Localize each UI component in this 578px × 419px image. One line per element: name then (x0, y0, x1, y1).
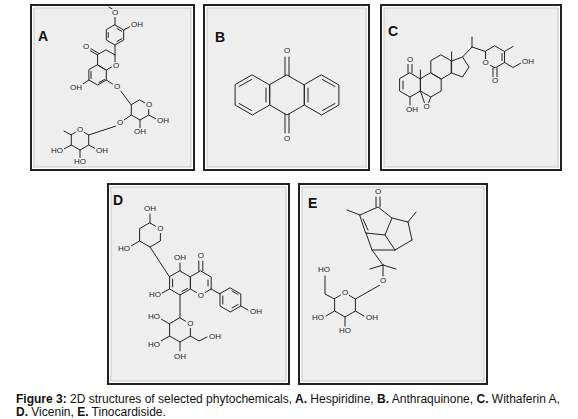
atom-label: O (491, 77, 499, 85)
atom-label: HO (311, 314, 325, 322)
atom-label: HO (148, 291, 162, 299)
atom-label: OH (130, 21, 144, 29)
atom-label: O (76, 126, 84, 134)
atom-label: HO (147, 341, 161, 349)
atom-label: O (197, 252, 205, 260)
panel-grounds (30, 4, 562, 385)
atom-label: O (145, 101, 153, 109)
atom-label: HO (317, 266, 331, 274)
panel-letter: E (308, 196, 317, 210)
atom-label: O (197, 292, 205, 300)
atom-label: O (374, 188, 382, 196)
atom-label: O (341, 289, 349, 297)
atom-label: O (113, 83, 121, 91)
atom-label: OH (208, 333, 222, 341)
atom-label: OH (249, 308, 263, 316)
atom-label: O (481, 59, 489, 67)
atom-label: O (379, 277, 387, 285)
structure-panel: COOHOOOOH (380, 4, 562, 171)
atom-label: OH (405, 106, 419, 114)
atom-label: OH (143, 205, 157, 213)
atom-label: O (112, 62, 120, 70)
atom-label: OH (173, 254, 187, 262)
atom-label: OH (173, 353, 187, 361)
atom-label: OH (95, 147, 109, 155)
panel-letter: A (38, 29, 48, 43)
atom-label: O (406, 56, 414, 64)
atom-label: O (422, 103, 430, 111)
structure-panel: DOOHHOOOHOOHHOOHOHOOHOH (107, 183, 290, 385)
atom-label: O (283, 135, 291, 143)
atom-label: O (116, 119, 124, 127)
atom-label: HO (73, 158, 87, 166)
panel-letter: D (113, 193, 123, 207)
structure-panel: AOOHOOOHOOOHOHOOHOHOOH (30, 4, 195, 171)
atom-label: O (283, 47, 291, 55)
atom-label: OH (69, 84, 83, 92)
structure-panel: E O O O HO HO HO OH (298, 183, 488, 385)
structure-panel: B O O (203, 4, 370, 171)
atom-label: HO (147, 313, 161, 321)
atom-label: OH (521, 58, 535, 66)
atom-label: O (186, 320, 194, 328)
atom-label: OH (156, 117, 170, 125)
atom-label: OH (133, 128, 147, 136)
atom-label: O (111, 9, 119, 17)
figure-caption: Figure 3: 2D structures of selected phyt… (16, 393, 566, 419)
atom-label: HO (338, 327, 352, 335)
atom-label: HO (50, 147, 64, 155)
atom-label: HO (117, 245, 131, 253)
atom-label: O (156, 225, 164, 233)
panel-letter: C (388, 24, 398, 38)
atom-label: OH (365, 314, 379, 322)
bond-lines (62, 7, 521, 351)
atom-label: O (82, 43, 90, 51)
panel-letter: B (215, 30, 225, 44)
